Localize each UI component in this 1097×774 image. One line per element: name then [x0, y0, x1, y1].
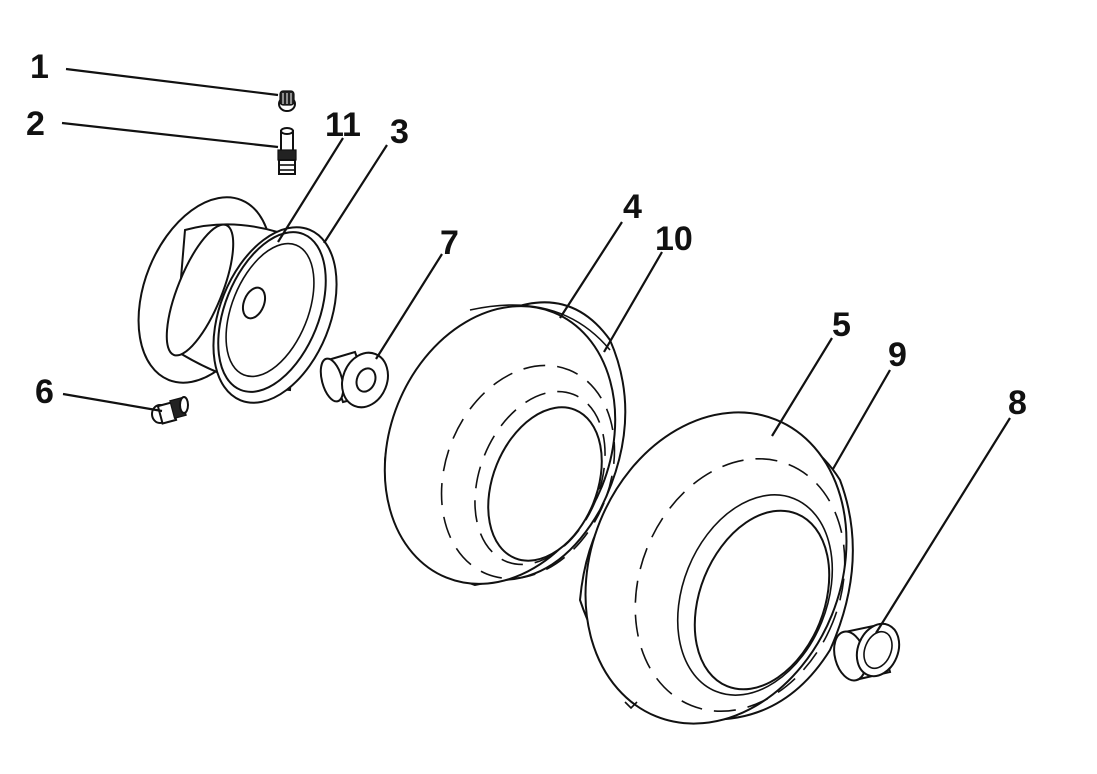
- part-valve-cap: [278, 90, 296, 112]
- callout-2: 2: [26, 105, 45, 143]
- part-front-tire: [383, 301, 627, 587]
- leader-6: [62, 392, 163, 413]
- part-grease-fitting: [151, 396, 189, 425]
- leader-3: [323, 144, 388, 244]
- callout-1: 1: [30, 48, 49, 86]
- callout-labels: 1 2 11 3 4 10 7 5 9 6 8: [26, 48, 1027, 422]
- part-bushing: [319, 350, 389, 409]
- leader-11: [277, 137, 344, 243]
- callout-6: 6: [35, 373, 54, 411]
- leader-4: [559, 221, 623, 319]
- callout-8: 8: [1008, 384, 1027, 422]
- leader-lines: [61, 67, 1011, 634]
- leader-5: [771, 337, 833, 437]
- callout-5: 5: [832, 306, 851, 344]
- callout-7: 7: [440, 224, 459, 262]
- leader-9: [832, 369, 891, 470]
- part-rim-face: [217, 231, 327, 393]
- leader-2: [61, 121, 279, 149]
- part-valve-stem: [277, 127, 297, 175]
- leader-8: [875, 417, 1011, 634]
- callout-11: 11: [325, 106, 361, 144]
- leader-7: [375, 253, 443, 360]
- leader-1: [65, 67, 279, 97]
- callout-4: 4: [623, 188, 642, 226]
- part-end-cap: [833, 622, 901, 682]
- callout-3: 3: [390, 113, 409, 151]
- leader-10: [603, 251, 663, 353]
- part-rim: [137, 196, 338, 404]
- callout-9: 9: [888, 336, 907, 374]
- part-rear-tire: [578, 411, 854, 725]
- callout-10: 10: [655, 220, 693, 258]
